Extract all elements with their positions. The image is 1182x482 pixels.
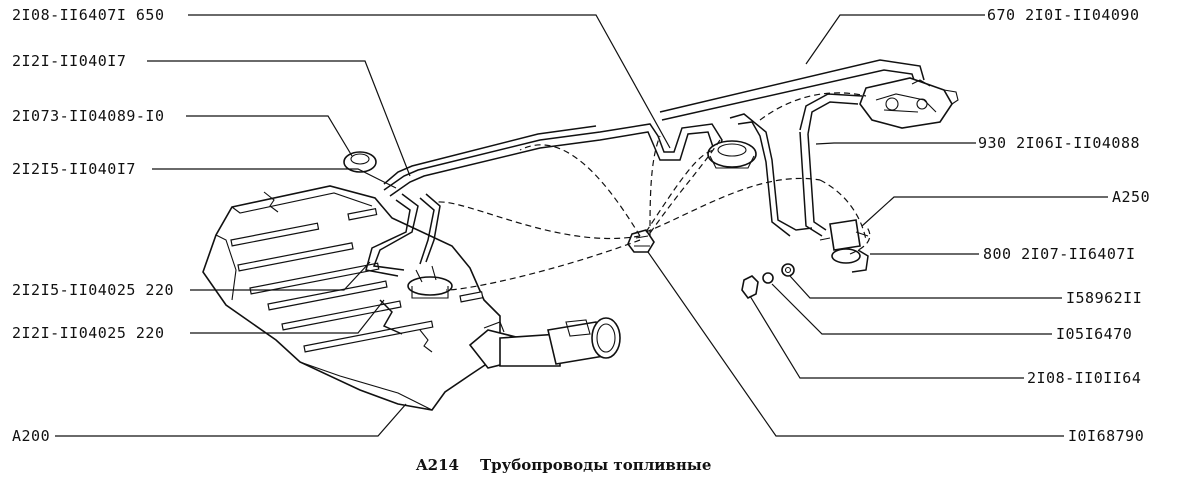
label-21215-1104017: 2I2I5-II040I7 — [12, 160, 136, 178]
fuel-filter — [819, 219, 869, 273]
main-fuel-lines — [383, 59, 925, 237]
label-a200: A200 — [12, 427, 50, 445]
leader-lines — [55, 14, 1108, 437]
label-21073-1104089-10: 2I073-II04089-I0 — [12, 107, 165, 125]
label-10168790: I0I68790 — [1068, 427, 1144, 445]
clamp-hardware — [741, 263, 795, 300]
label-800-2107-1164071: 800 2I07-II6407I — [983, 245, 1136, 263]
label-10516470: I05I6470 — [1056, 325, 1132, 343]
caption-title: Трубопроводы топливные — [480, 456, 711, 474]
fuel-pump — [707, 140, 757, 169]
fuel-tank — [202, 185, 501, 411]
label-2108-1164071-650: 2I08-II6407I 650 — [12, 6, 165, 24]
label-670-2101-1104090: 670 2I0I-II04090 — [987, 6, 1140, 24]
right-labels: 670 2I0I-II04090 930 2I06I-II04088 A250 … — [978, 6, 1150, 445]
label-930-21061-1104088: 930 2I06I-II04088 — [978, 134, 1140, 152]
label-2108-1101164: 2I08-II0II64 — [1027, 369, 1141, 387]
label-2121-1104017: 2I2I-II040I7 — [12, 52, 126, 70]
label-21215-1104025-220: 2I2I5-II04025 220 — [12, 281, 174, 299]
fuel-system-drawing — [202, 59, 959, 411]
left-labels: 2I08-II6407I 650 2I2I-II040I7 2I073-II04… — [12, 6, 174, 445]
label-2121-1104025-220: 2I2I-II04025 220 — [12, 324, 165, 342]
tank-tubes — [365, 193, 441, 335]
label-15896211: I58962II — [1066, 289, 1142, 307]
figure-caption: A214 Трубопроводы топливные — [415, 456, 711, 474]
grommet — [343, 151, 377, 173]
carburetor — [859, 77, 959, 129]
filler-neck — [468, 317, 621, 369]
assembly-dashes — [437, 92, 871, 291]
caption-code: A214 — [415, 456, 459, 474]
label-a250: A250 — [1112, 188, 1150, 206]
